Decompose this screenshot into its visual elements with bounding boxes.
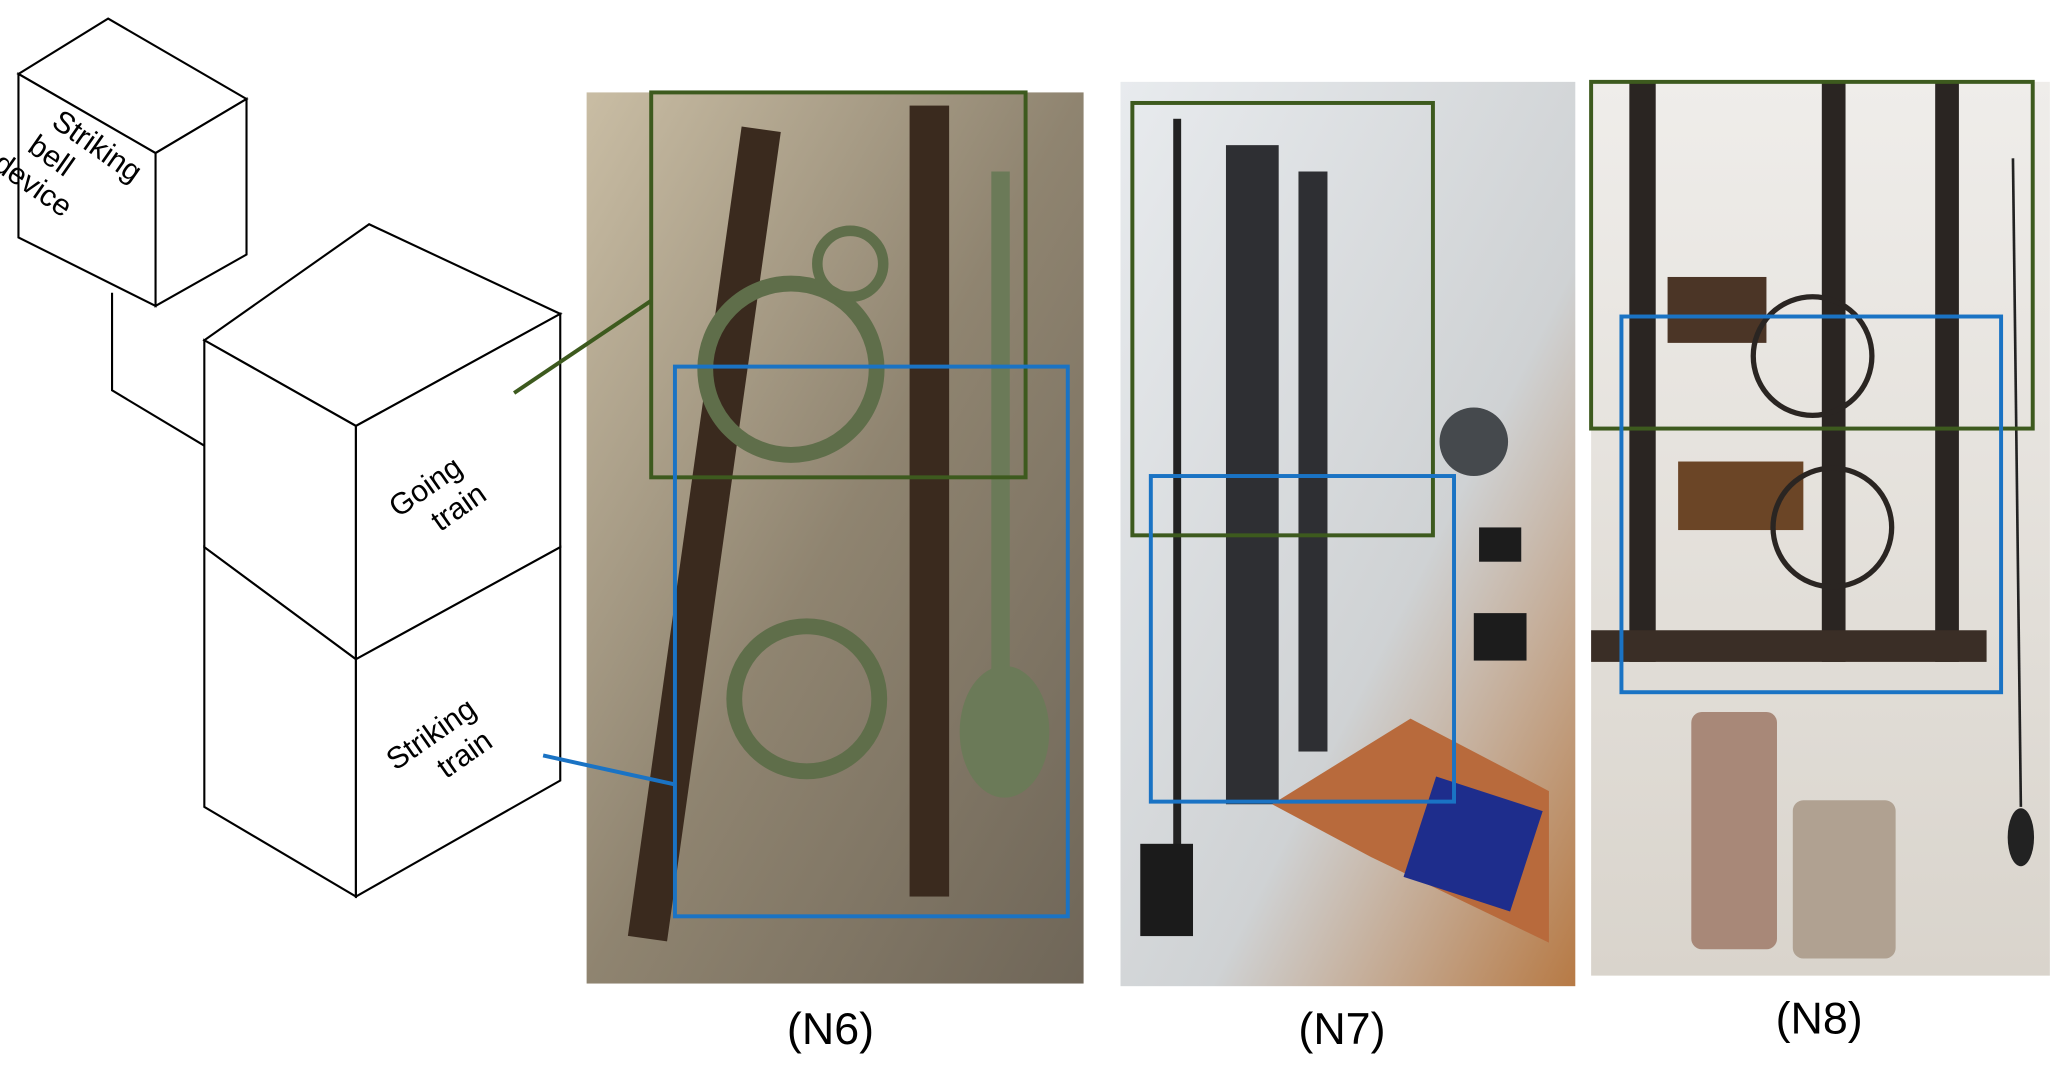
going-train-box-n8 — [1589, 79, 2035, 431]
caption-n8: (N8) — [1776, 994, 1863, 1044]
striking-train-highlights — [542, 314, 2004, 919]
going-train-highlights — [513, 79, 2035, 538]
striking-train-box-n6 — [672, 364, 1070, 919]
striking-train-box-n8 — [1619, 314, 2004, 695]
photo-n7 — [1120, 81, 1576, 987]
going-train-box-n6 — [649, 90, 1028, 480]
caption-n6: (N6) — [787, 1004, 874, 1054]
going-train-leader — [513, 299, 653, 395]
photo-n8 — [1591, 81, 2050, 976]
caption-n7: (N7) — [1298, 1004, 1385, 1054]
striking-train-box-n7 — [1148, 474, 1456, 804]
photo-n6 — [586, 92, 1084, 984]
striking-train-leader — [542, 753, 676, 787]
striking-bell-device-block: Striking bell device — [0, 17, 249, 308]
going-train-box-n7 — [1130, 100, 1435, 538]
connector-line — [110, 292, 205, 447]
train-blocks: Going train Striking train — [202, 223, 563, 899]
